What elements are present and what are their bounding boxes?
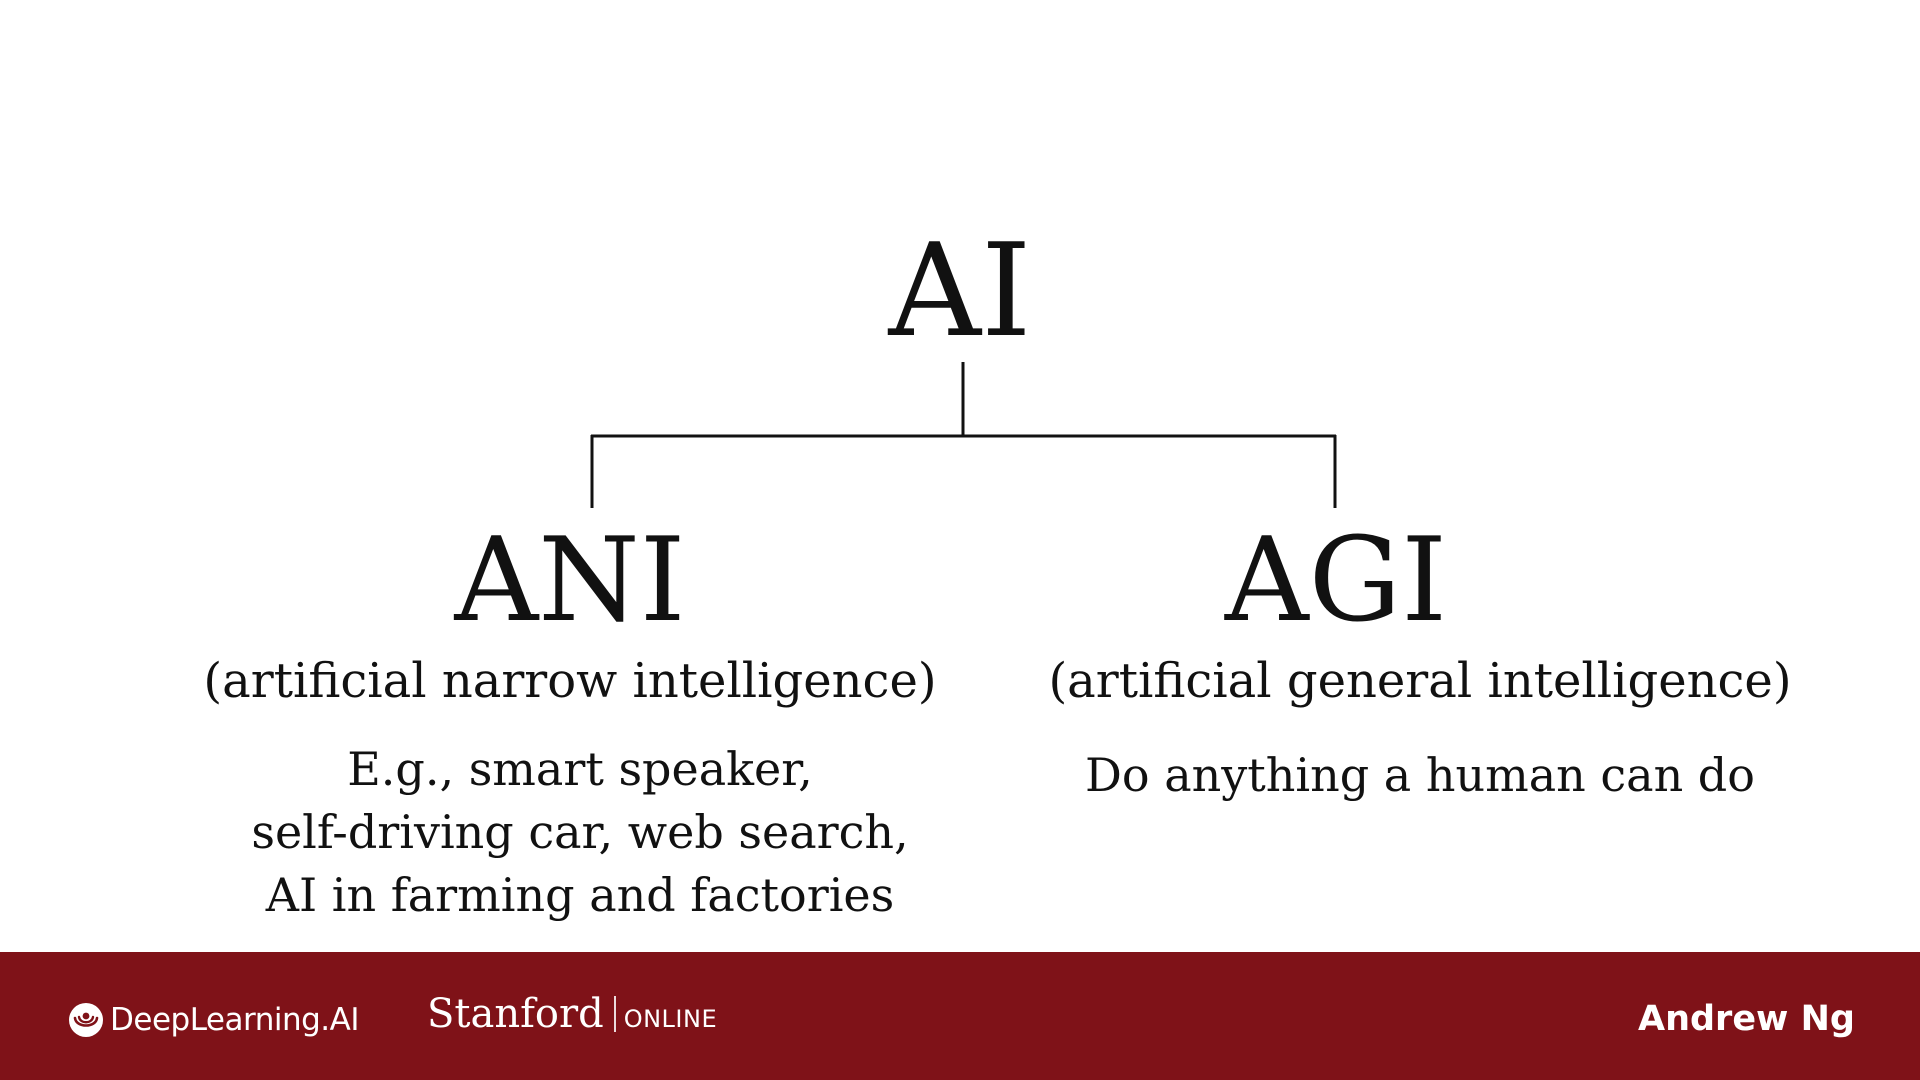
node-ani-subtitle: (artificial narrow intelligence) xyxy=(203,653,937,709)
node-agi-description: Do anything a human can do xyxy=(1010,744,1830,807)
deeplearning-ai-wordmark: DeepLearning.AI xyxy=(110,1001,359,1038)
node-ani-title: ANI xyxy=(454,513,686,648)
deeplearning-ai-logo: DeepLearning.AI xyxy=(66,1000,359,1040)
author-name: Andrew Ng xyxy=(1638,999,1855,1039)
agi-description-line: Do anything a human can do xyxy=(1085,748,1755,802)
root-node-ai: AI xyxy=(888,217,1032,366)
online-wordmark: ONLINE xyxy=(623,1005,718,1033)
node-agi-subtitle: (artificial general intelligence) xyxy=(1048,653,1792,709)
ani-description-line: E.g., smart speaker, xyxy=(347,742,813,796)
stanford-online-logo: Stanford ONLINE xyxy=(427,994,717,1034)
node-agi-title: AGI xyxy=(1224,513,1448,648)
footer-bar xyxy=(0,952,1920,1080)
stanford-divider xyxy=(613,996,616,1032)
ani-description-line: AI in farming and factories xyxy=(265,868,895,922)
deeplearning-ai-swirl-icon xyxy=(69,1003,103,1037)
stanford-wordmark: Stanford xyxy=(427,991,604,1037)
node-ani-description: E.g., smart speaker, self-driving car, w… xyxy=(180,738,980,927)
ani-description-line: self-driving car, web search, xyxy=(251,805,909,859)
